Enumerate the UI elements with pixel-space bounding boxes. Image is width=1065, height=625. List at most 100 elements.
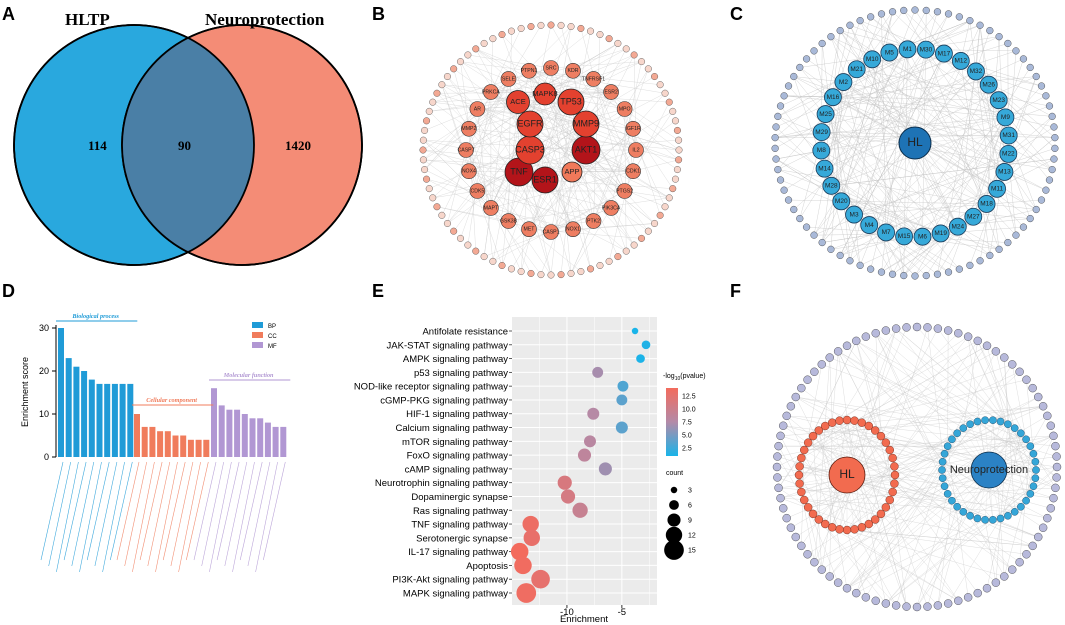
- f-target-node: [1008, 565, 1017, 574]
- f-edge: [963, 511, 1013, 570]
- f-target-node: [912, 602, 922, 612]
- b-edge: [544, 91, 612, 181]
- b-middle-node-label: MPO: [619, 106, 631, 112]
- b-hub-node: [506, 90, 530, 114]
- f-edge: [814, 519, 819, 563]
- c-compound-node: [989, 91, 1008, 110]
- d-xtick-text-placeholder: [48, 461, 71, 567]
- f-edge: [813, 406, 1044, 437]
- b-outer-node: [644, 65, 652, 73]
- b-middle-node: [543, 224, 559, 240]
- f-target-node: [861, 332, 871, 341]
- f-hl-node: [821, 519, 830, 529]
- f-edge: [846, 519, 986, 589]
- f-hl-node: [885, 445, 894, 455]
- b-edge: [436, 206, 509, 222]
- b-outer-node: [443, 73, 451, 81]
- c-target-node: [888, 270, 897, 278]
- c-compound-node: [917, 40, 935, 59]
- d-ytick-label: 30: [39, 323, 49, 333]
- b-middle-node: [603, 200, 619, 216]
- c-edge: [825, 50, 1017, 115]
- c-compound-node: [979, 75, 998, 94]
- f-edge: [963, 340, 978, 429]
- c-target-node: [784, 196, 793, 204]
- d-xtick-text-placeholder: [247, 461, 271, 567]
- c-target-node: [1051, 144, 1059, 152]
- c-compound-node: [935, 44, 953, 63]
- e-color-legend: -log10(pvalue) 12.510.07.55.02.5: [663, 373, 706, 456]
- c-edge: [831, 185, 990, 256]
- d-ytick-label: 20: [39, 366, 49, 376]
- c-edge: [840, 236, 905, 256]
- b-outer-node: [577, 268, 585, 276]
- d-xtick-text-placeholder: [40, 461, 64, 561]
- c-compound-label: M13: [998, 169, 1011, 176]
- c-target-node: [867, 13, 875, 21]
- f-edge: [839, 529, 959, 601]
- b-outer-node: [472, 247, 480, 255]
- d-xtick-text-placeholder: [102, 461, 125, 573]
- b-outer-node: [661, 89, 669, 97]
- venn-overlap-count: 90: [178, 138, 191, 153]
- f-neuro-node: [966, 511, 974, 520]
- d-bar-bp: [96, 383, 103, 457]
- c-target-node: [771, 144, 779, 152]
- b-outer-node: [421, 126, 429, 134]
- d-bar-cc: [157, 431, 164, 457]
- b-outer-node: [622, 247, 630, 255]
- e-category-label: TNF signaling pathway: [411, 520, 508, 531]
- f-neuro-node: [1010, 424, 1019, 432]
- e-category-label: PI3K-Akt signaling pathway: [392, 575, 508, 586]
- c-target-node: [1050, 155, 1058, 163]
- f-target-node: [1051, 483, 1060, 493]
- c-target-node: [976, 21, 984, 29]
- f-target-node: [1049, 431, 1058, 441]
- f-neuro-node: [973, 514, 982, 523]
- b-outer-node: [480, 39, 488, 47]
- b-edge: [544, 179, 627, 252]
- b-outer-node: [425, 185, 433, 193]
- e-xtick-label: -5: [618, 607, 626, 618]
- f-target-node: [902, 602, 911, 611]
- f-edge: [798, 371, 1020, 476]
- f-edge: [970, 477, 1057, 516]
- f-target-node: [982, 341, 992, 350]
- c-compound-label: M28: [825, 183, 838, 190]
- f-edge: [813, 364, 1013, 437]
- f-target-node: [1022, 550, 1031, 559]
- f-edge: [846, 345, 993, 520]
- f-edge: [947, 487, 1056, 494]
- f-edge: [1012, 364, 1027, 440]
- f-hl-node: [890, 462, 899, 471]
- b-outer-node: [567, 269, 575, 277]
- b-edge: [441, 84, 470, 129]
- f-edge: [856, 340, 886, 443]
- f-target-node: [861, 593, 871, 602]
- b-middle-node-label: KDR: [568, 68, 579, 74]
- f-hl-node: [800, 495, 809, 505]
- c-target-node: [827, 245, 835, 253]
- b-hub-node-label: MAPK8: [532, 89, 557, 98]
- c-edge: [830, 36, 905, 237]
- d-bar-bp: [65, 358, 72, 457]
- legend-cc: CC: [268, 334, 277, 340]
- b-outer-node: [673, 166, 681, 174]
- venn-right-label: Neuroprotection: [205, 10, 325, 29]
- f-edge: [947, 446, 969, 598]
- b-outer-node: [480, 253, 488, 261]
- f-edge: [829, 357, 833, 423]
- c-edge: [832, 20, 970, 98]
- f-edge: [927, 327, 948, 494]
- d-bar-bp: [58, 328, 64, 457]
- f-edge: [894, 396, 1039, 484]
- f-hl-node: [857, 418, 867, 427]
- c-target-node: [810, 231, 818, 239]
- b-outer-node: [577, 24, 585, 32]
- c-compound-label: M24: [951, 223, 964, 230]
- d-xtick-text-placeholder: [162, 461, 186, 561]
- c-edge: [986, 36, 1000, 204]
- b-outer-node: [507, 265, 515, 273]
